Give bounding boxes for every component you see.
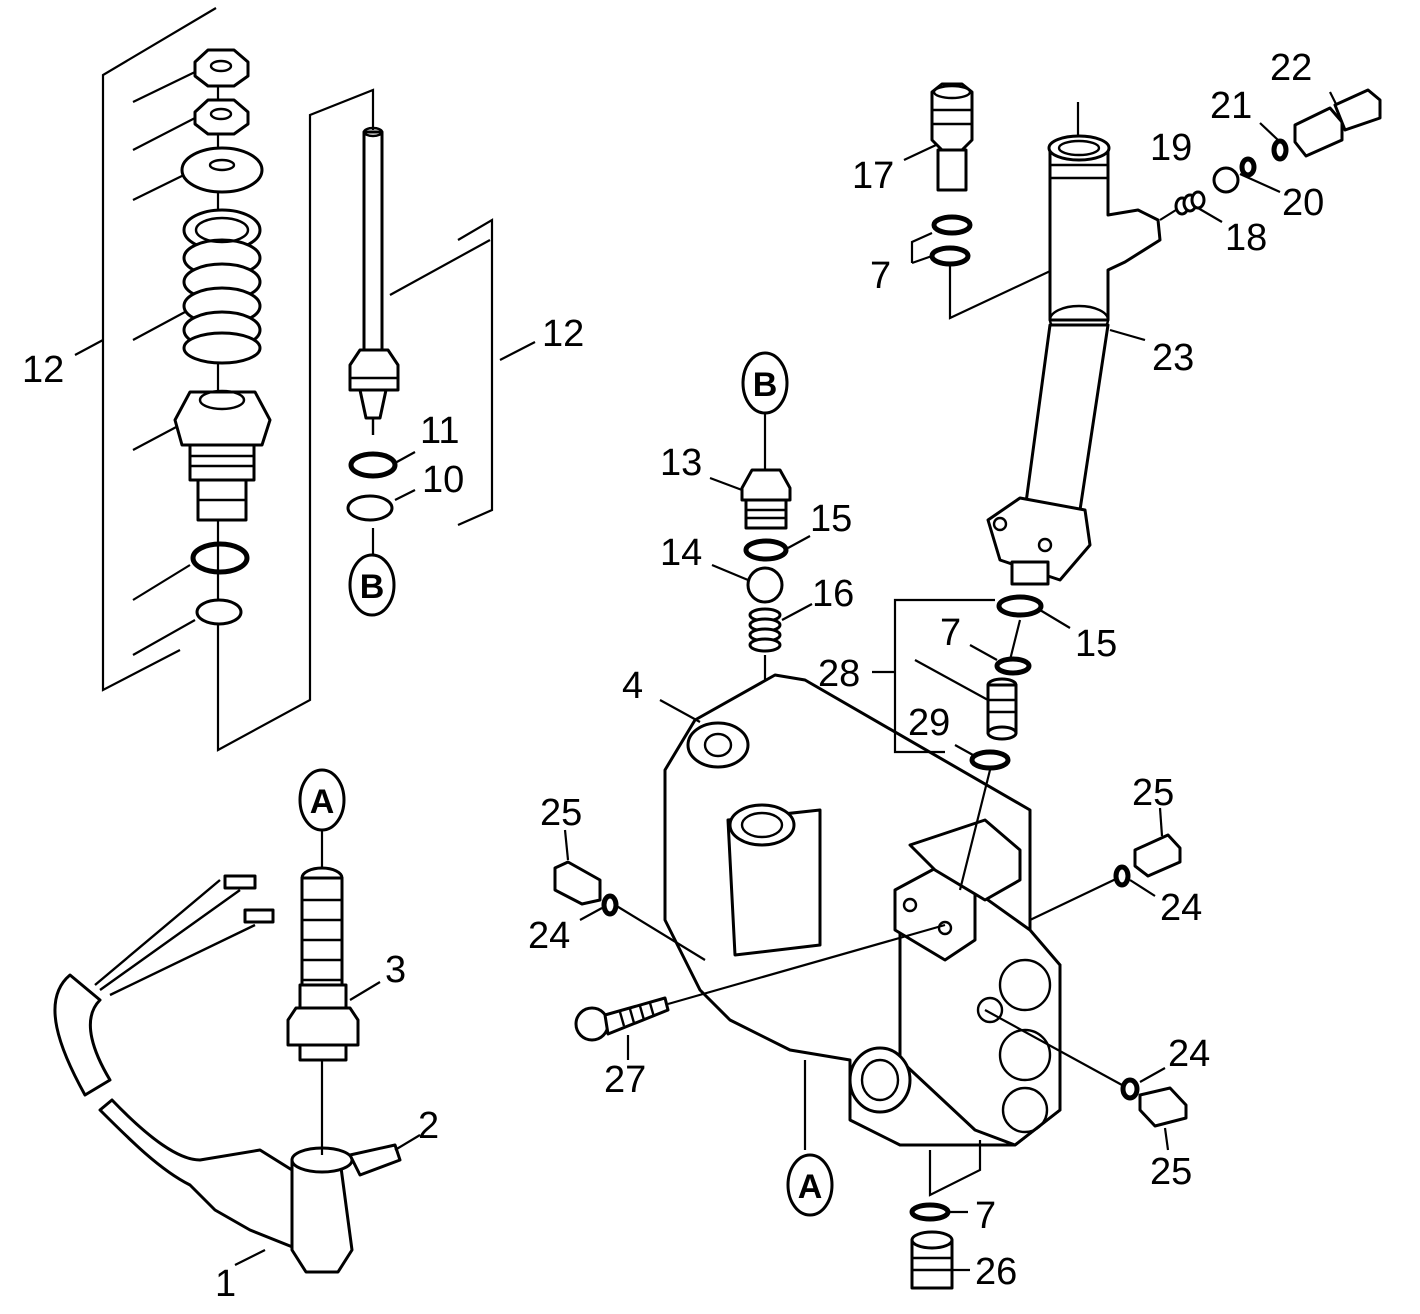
callout-b-top: B [741, 351, 789, 415]
label-7-mid: 7 [940, 612, 961, 654]
svg-text:B: B [360, 568, 385, 606]
label-2: 2 [418, 1105, 439, 1147]
spring-16 [748, 607, 782, 653]
label-12-right: 12 [542, 313, 584, 355]
label-23: 23 [1152, 337, 1194, 379]
svg-text:A: A [310, 783, 335, 821]
solenoid-assembly [53, 874, 421, 1274]
o-ring-15 [743, 538, 789, 562]
label-26: 26 [975, 1251, 1017, 1293]
callout-a-bottom: A [786, 1153, 834, 1217]
label-14: 14 [660, 532, 702, 574]
manifold-23 [986, 134, 1162, 586]
label-13: 13 [660, 442, 702, 484]
label-7-bottom: 7 [975, 1195, 996, 1237]
label-18: 18 [1225, 217, 1267, 259]
insert-17 [903, 82, 1080, 320]
spring-valve-stack [173, 48, 272, 640]
label-25-bottom: 25 [1150, 1151, 1192, 1193]
label-29: 29 [908, 702, 950, 744]
label-12-left: 12 [22, 349, 64, 391]
label-21: 21 [1210, 85, 1252, 127]
plug-26 [909, 1140, 982, 1290]
label-17: 17 [852, 155, 894, 197]
screw-27 [574, 923, 946, 1060]
left-bracket-12 [74, 7, 217, 692]
callout-a-top: A [298, 768, 346, 832]
seal-10 [346, 494, 394, 522]
valve-body [173, 389, 272, 522]
fitting-22 [1159, 88, 1382, 223]
label-10: 10 [422, 459, 464, 501]
valve-spring [182, 208, 262, 365]
svg-text:A: A [798, 1168, 823, 1206]
label-27: 27 [604, 1059, 646, 1101]
hex-nut [193, 48, 250, 88]
svg-text:B: B [753, 366, 778, 404]
label-16: 16 [812, 573, 854, 615]
callout-b-bottom: B [348, 553, 396, 617]
pump-head-4 [659, 673, 1062, 1147]
label-28: 28 [818, 653, 860, 695]
label-7-top: 7 [870, 255, 891, 297]
label-24-bottom: 24 [1168, 1033, 1210, 1075]
o-ring-11 [348, 451, 398, 479]
o-ring [190, 541, 250, 575]
label-4: 4 [622, 665, 643, 707]
label-15-center: 15 [810, 498, 852, 540]
label-3: 3 [385, 949, 406, 991]
ball-14 [746, 566, 784, 604]
label-20: 20 [1282, 182, 1324, 224]
assembly-28 [872, 594, 1071, 891]
label-24-right: 24 [1160, 887, 1202, 929]
plug-right-25 [1029, 807, 1182, 921]
label-22: 22 [1270, 47, 1312, 89]
label-11: 11 [420, 410, 459, 452]
label-25-right: 25 [1132, 772, 1174, 814]
label-24-left: 24 [528, 915, 570, 957]
label-19: 19 [1150, 127, 1192, 169]
plunger-3 [286, 820, 381, 1062]
label-1: 1 [215, 1263, 236, 1305]
needle-rod [346, 126, 416, 560]
hex-nut-2 [193, 98, 250, 136]
label-15-right: 15 [1075, 623, 1117, 665]
center-bracket-12 [216, 88, 536, 752]
label-25-left: 25 [540, 792, 582, 834]
seal-ring [195, 598, 243, 626]
plug-bottom-25 [984, 1009, 1188, 1151]
plug-left-25 [553, 829, 706, 961]
spring-18 [1174, 190, 1206, 216]
